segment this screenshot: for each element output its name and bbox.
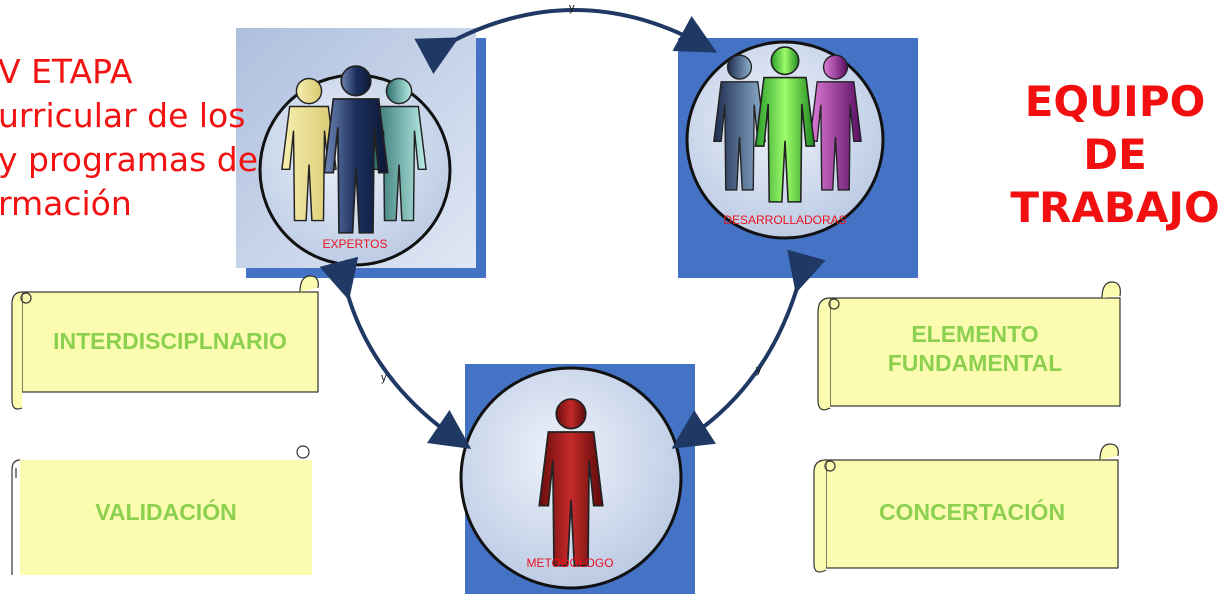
node-metodologo-label: METODÓLOGO <box>526 556 614 570</box>
developers-people-icon <box>713 46 862 203</box>
link-label-top: y <box>569 2 575 14</box>
scroll-elemento <box>817 281 1121 411</box>
scroll-elemento-line: ELEMENTO <box>911 321 1039 347</box>
scroll-validacion <box>11 445 312 575</box>
arrow-right <box>671 249 826 449</box>
link-label-left: y <box>381 372 387 384</box>
node-metodologo <box>459 364 695 594</box>
intro-line: rmación <box>0 184 132 223</box>
scroll-validacion-text: VALIDACIÓN <box>95 499 237 525</box>
experts-people-icon <box>281 65 427 234</box>
scroll-concertacion <box>813 443 1119 573</box>
scroll-elemento-text: ELEMENTO FUNDAMENTAL <box>830 320 1120 378</box>
page-title: EQUIPO DE TRABAJO <box>1000 75 1230 234</box>
scroll-elemento-line: FUNDAMENTAL <box>887 350 1063 376</box>
scroll-interdisciplinario <box>11 275 319 410</box>
link-label-right: y <box>756 364 762 376</box>
intro-line: y programas de <box>0 140 259 179</box>
arrows <box>319 8 826 450</box>
intro-text: V ETAPA urricular de los y programas de … <box>0 50 268 226</box>
title-line: DE <box>1083 130 1147 179</box>
node-desarrolladoras-label: DESARROLLADORAS <box>723 213 847 227</box>
node-desarrolladoras <box>678 38 918 278</box>
intro-line: V ETAPA <box>0 52 133 91</box>
intro-line: urricular de los <box>0 96 246 135</box>
title-line: TRABAJO <box>1010 183 1220 232</box>
arrow-top <box>414 8 718 74</box>
node-expertos-label: EXPERTOS <box>322 237 388 251</box>
scroll-concertacion-text: CONCERTACIÓN <box>878 499 1066 525</box>
arrow-left <box>319 256 472 450</box>
title-line: EQUIPO <box>1024 77 1206 126</box>
scroll-interdisciplinario-text: INTERDISCIPLNARIO <box>53 328 287 354</box>
